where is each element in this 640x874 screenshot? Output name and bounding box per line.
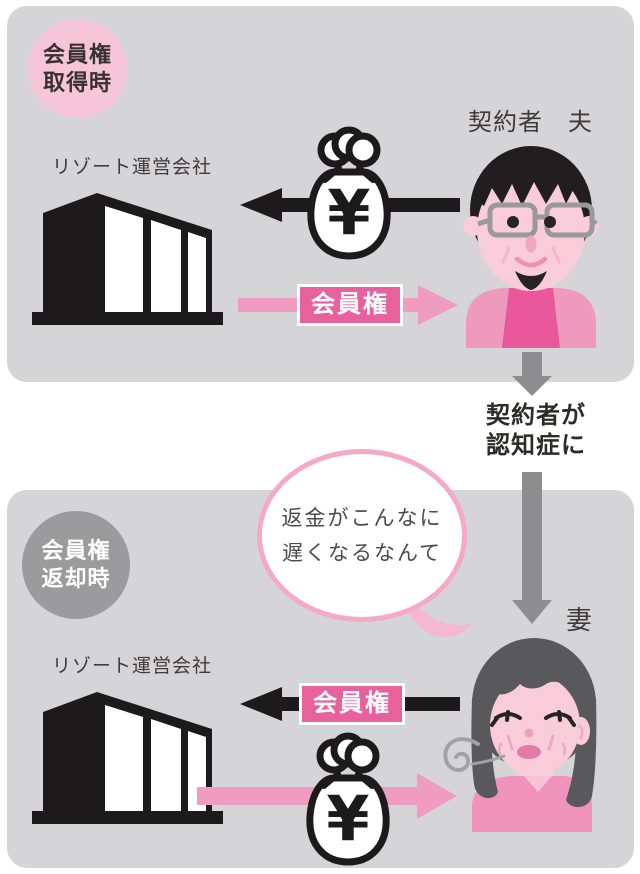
speech-bubble: 返金がこんなに 遅くなるなんて: [257, 449, 467, 622]
dementia-note-line1: 契約者が: [486, 402, 586, 429]
resort-company-label-bottom: リゾート運営会社: [52, 656, 213, 677]
moneybag-icon-top: ¥: [307, 126, 391, 260]
closed-eyes-icon: [490, 710, 576, 727]
yen-symbol-bottom: ¥: [326, 782, 369, 855]
wife-label: 妻: [566, 605, 594, 635]
dementia-note-line2: 認知症に: [486, 432, 586, 459]
yen-symbol-top: ¥: [327, 176, 370, 249]
husband-avatar: [463, 146, 599, 348]
speech-bubble-line1: 返金がこんなに: [281, 506, 443, 530]
dementia-note: 契約者が 認知症に: [486, 401, 586, 461]
building-icon-top: [32, 193, 223, 325]
contractor-husband-label: 契約者 夫: [468, 109, 593, 136]
building-icon-bottom: [32, 692, 223, 824]
speech-bubble-tail: [408, 598, 472, 637]
flow-arrow-down-icon-1: [512, 352, 552, 396]
flow-arrow-down-icon-2: [512, 472, 552, 624]
membership-tag-top: 会員権: [297, 284, 403, 326]
membership-tag-bottom: 会員権: [299, 683, 405, 725]
sigh-icon: [443, 737, 506, 772]
speech-bubble-line2: 遅くなるなんて: [282, 541, 442, 565]
return-badge: 会員権 返却時: [22, 511, 130, 619]
membership-tag-bottom-text: 会員権: [313, 690, 391, 717]
resort-company-label-top: リゾート運営会社: [52, 157, 213, 178]
glasses-icon: [477, 202, 598, 238]
acquisition-badge: 会員権 取得時: [28, 19, 127, 118]
membership-tag-top-text: 会員権: [311, 291, 389, 318]
acquisition-badge-line1: 会員権: [42, 41, 112, 67]
acquisition-badge-line2: 取得時: [42, 69, 112, 95]
moneybag-icon-bottom: ¥: [306, 732, 390, 866]
return-badge-line1: 会員権: [41, 538, 111, 563]
wife-avatar: [443, 638, 597, 832]
return-badge-line2: 返却時: [41, 566, 111, 591]
